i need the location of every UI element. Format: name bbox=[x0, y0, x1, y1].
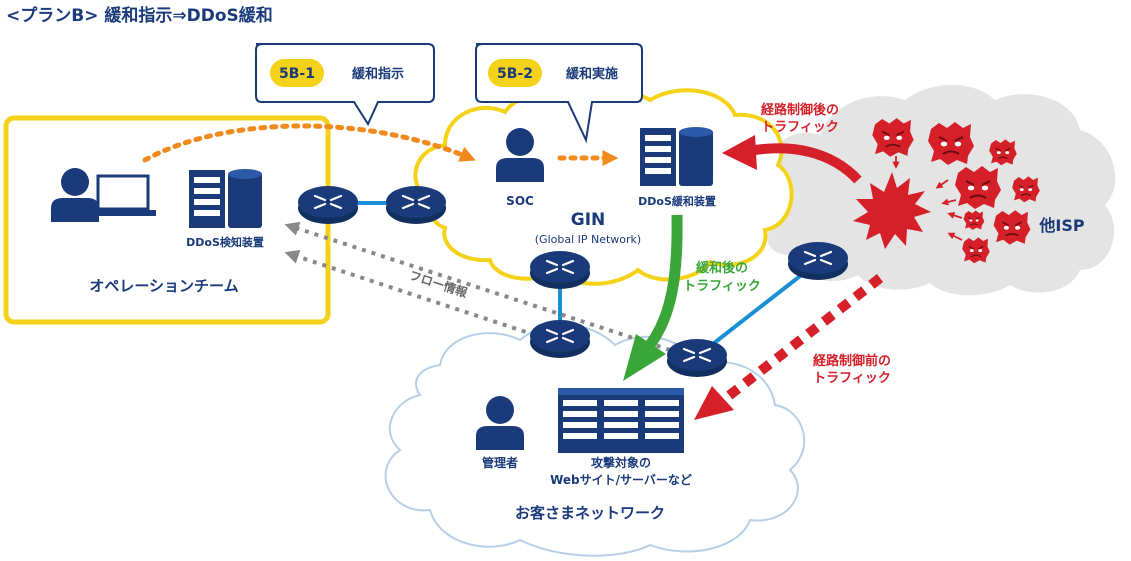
flow-info-label: フロー情報 bbox=[408, 267, 471, 300]
attack-burst-icon bbox=[853, 172, 931, 249]
rerouted-traffic-label-1: 経路制御後の bbox=[761, 102, 839, 118]
attacker-icon-3 bbox=[988, 138, 1018, 166]
attacker-icon-8 bbox=[961, 236, 991, 264]
attacker-icon-2 bbox=[927, 121, 975, 166]
ddos-mitigator-label: DDoS緩和装置 bbox=[638, 194, 716, 208]
customer-network-label: お客さまネットワーク bbox=[515, 504, 665, 522]
router-customer-upper bbox=[528, 318, 592, 360]
badge-5b-1 bbox=[270, 59, 324, 87]
operator-icon bbox=[51, 168, 156, 222]
pre-control-traffic-label-2: トラフィック bbox=[813, 371, 891, 386]
gin-title: GIN bbox=[571, 210, 606, 230]
callout-5b-2: 5B-2 緩和実施 bbox=[475, 43, 643, 144]
mitigated-traffic-arrowhead bbox=[623, 334, 666, 381]
soc-label: SOC bbox=[506, 194, 534, 208]
pre-control-traffic-label-1: 経路制御前の bbox=[813, 353, 891, 369]
callout-5b-1: 5B-1 緩和指示 bbox=[255, 43, 435, 127]
admin-label: 管理者 bbox=[482, 455, 518, 470]
rerouted-traffic-arrowhead bbox=[722, 135, 757, 170]
mitigated-traffic-label-1: 緩和後の bbox=[696, 260, 748, 276]
router-operation bbox=[296, 184, 360, 226]
ddos-mitigator-icon bbox=[640, 127, 713, 186]
badge-5b-1-text: 5B-1 bbox=[279, 66, 315, 82]
badge-5b-2-text: 5B-2 bbox=[497, 66, 533, 82]
router-isp bbox=[786, 240, 850, 282]
attacker-icon-4 bbox=[954, 165, 1002, 210]
ddos-detector-icon bbox=[189, 169, 262, 228]
pre-control-traffic-arrow bbox=[722, 274, 884, 402]
attacker-icon-6 bbox=[963, 210, 985, 231]
gin-subtitle: (Global IP Network) bbox=[535, 233, 641, 246]
mitigation-instruction-arrow bbox=[142, 123, 476, 163]
other-isp-label: 他ISP bbox=[1038, 216, 1084, 235]
router-gin-edge bbox=[384, 184, 448, 226]
badge-5b-2 bbox=[488, 59, 542, 87]
rerouted-traffic-label-2: トラフィック bbox=[761, 120, 839, 135]
pre-control-traffic-arrowhead bbox=[694, 386, 734, 420]
mitigated-traffic-label-2: トラフィック bbox=[683, 279, 761, 294]
callout-5b-2-label: 緩和実施 bbox=[566, 66, 618, 82]
link-router-e-f bbox=[698, 260, 820, 356]
ddos-detector-label: DDoS検知装置 bbox=[186, 235, 264, 249]
gin-cloud bbox=[413, 88, 794, 286]
operation-team-label: オペレーションチーム bbox=[89, 277, 238, 295]
flow-info-arrow-lower bbox=[284, 249, 536, 337]
target-servers-icon bbox=[558, 388, 684, 453]
router-customer-right bbox=[665, 337, 729, 379]
attacker-icon-5 bbox=[1011, 175, 1041, 203]
rerouted-traffic-arrow bbox=[754, 143, 862, 184]
flow-info-arrow-upper bbox=[284, 221, 671, 352]
target-servers-label-1: 攻撃対象の bbox=[591, 455, 651, 470]
page-title: <プランB> 緩和指示⇒DDoS緩和 bbox=[6, 5, 273, 26]
target-servers-label-2: Webサイト/サーバーなど bbox=[550, 473, 692, 487]
mitigated-traffic-arrow bbox=[645, 214, 683, 349]
attacker-icon-7 bbox=[992, 209, 1032, 246]
attack-direction-arrows bbox=[892, 156, 963, 241]
router-gin-lower bbox=[528, 249, 592, 291]
attacker-icon-1 bbox=[871, 117, 915, 158]
callout-5b-1-label: 緩和指示 bbox=[352, 66, 404, 82]
